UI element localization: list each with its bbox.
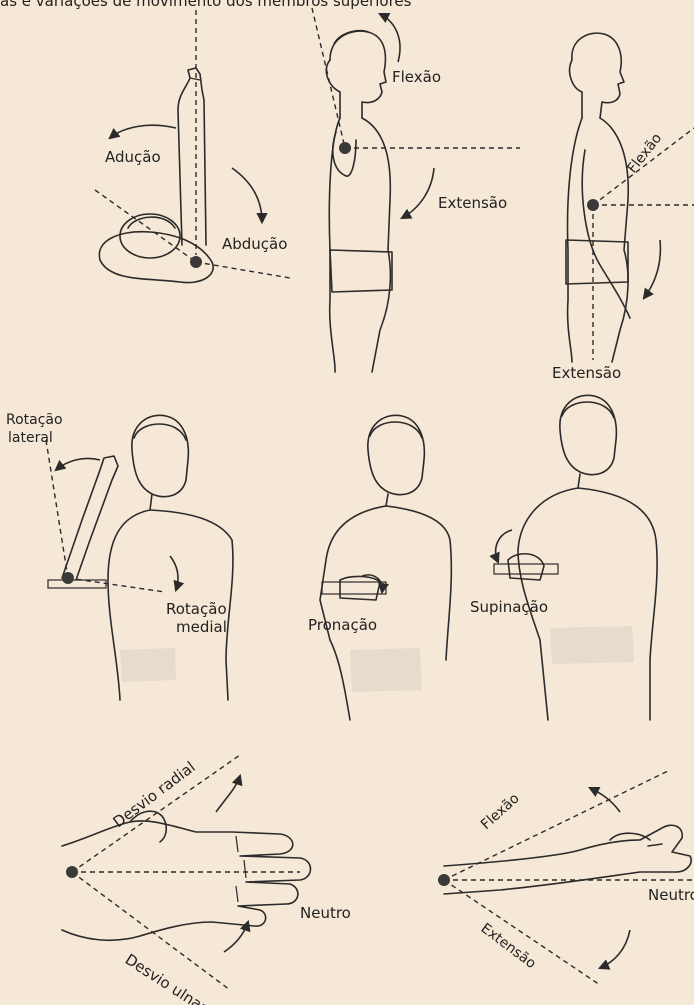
label-extension-shoulder-2: Extensão <box>552 364 621 382</box>
label-flexion-shoulder-1: Flexão <box>392 68 441 86</box>
label-extension-shoulder-1: Extensão <box>438 194 507 212</box>
joint-dot-shoulder-profile <box>587 199 599 211</box>
label-rotation-lateral-2: lateral <box>8 430 53 446</box>
panel-wrist-flexion: Flexão Extensão Neutro <box>438 770 694 985</box>
label-extension-wrist: Extensão <box>478 920 539 972</box>
label-flexion-wrist: Flexão <box>478 790 523 833</box>
label-adduction: Adução <box>105 148 161 166</box>
panel-wrist-deviation: Desvio radial Desvio ulnar Neutro <box>62 755 351 1005</box>
joint-dot-elbow-rotation <box>62 572 74 584</box>
joint-dot-shoulder-top <box>190 256 202 268</box>
label-flexion-shoulder-2: Flexão <box>624 130 665 176</box>
label-abduction: Abdução <box>222 235 287 253</box>
label-neutral-flexion: Neutro <box>648 886 694 904</box>
joint-dot-wrist-flexion <box>438 874 450 886</box>
label-rotation-medial-2: medial <box>176 618 227 636</box>
panel-shoulder-flexion-front: Flexão Extensão <box>312 8 520 372</box>
joint-dot-shoulder-side <box>339 142 351 154</box>
joint-dot-wrist-deviation <box>66 866 78 878</box>
label-ulnar-deviation: Desvio ulnar <box>122 950 211 1005</box>
label-pronation: Pronação <box>308 616 377 634</box>
label-rotation-medial-1: Rotação <box>166 600 227 618</box>
panel-shoulder-rotation: Rotação lateral Rotação medial <box>6 412 233 700</box>
panel-shoulder-abduction: Adução Abdução <box>95 10 290 283</box>
top-caption: as e variações de movimento dos membros … <box>0 0 412 10</box>
panel-supination: Supinação <box>470 395 657 720</box>
label-rotation-lateral-1: Rotação <box>6 412 63 428</box>
label-radial-deviation: Desvio radial <box>110 758 199 831</box>
label-supination: Supinação <box>470 598 548 616</box>
panel-shoulder-flexion-side: Flexão Extensão <box>552 33 694 382</box>
panel-pronation: Pronação <box>308 415 451 720</box>
label-neutral-deviation: Neutro <box>300 904 351 922</box>
